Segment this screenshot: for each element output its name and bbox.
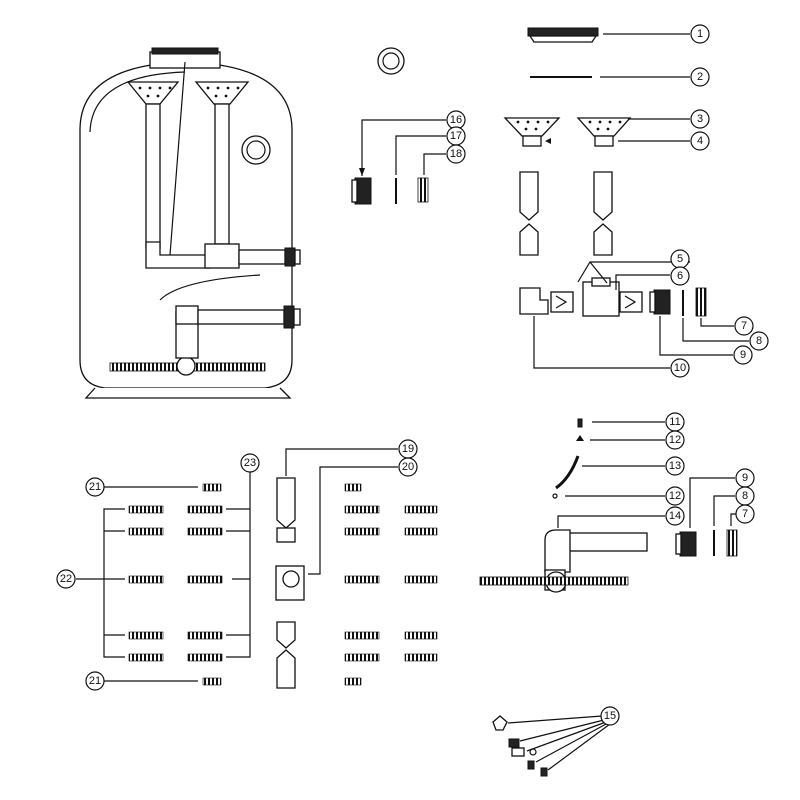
callout-4: 4 xyxy=(690,131,710,151)
svg-text:5: 5 xyxy=(677,253,683,265)
callout-11: 11 xyxy=(665,412,685,432)
callout-20: 20 xyxy=(398,457,418,477)
svg-text:19: 19 xyxy=(402,443,414,455)
callout-8: 8 xyxy=(749,331,769,351)
svg-text:17: 17 xyxy=(450,130,462,142)
callout-16: 16 xyxy=(446,110,466,130)
svg-text:20: 20 xyxy=(402,461,414,473)
svg-text:15: 15 xyxy=(604,710,616,722)
svg-text:8: 8 xyxy=(756,335,762,347)
part-15-fittings xyxy=(492,715,548,777)
tank-lower-outlet xyxy=(175,305,301,359)
laterals-grid xyxy=(128,483,438,686)
svg-text:18: 18 xyxy=(450,148,462,160)
callout-1-label: 1 xyxy=(697,28,703,40)
callout-8-lower: 8 xyxy=(735,486,755,506)
callout-14: 14 xyxy=(665,506,685,526)
svg-text:9: 9 xyxy=(740,349,746,361)
svg-text:6: 6 xyxy=(677,270,683,282)
svg-text:10: 10 xyxy=(674,362,686,374)
part-13-tube xyxy=(555,455,580,490)
callout-15: 15 xyxy=(600,706,620,726)
svg-text:7: 7 xyxy=(742,508,748,520)
part-14-elbow-tee xyxy=(479,529,648,593)
svg-text:7: 7 xyxy=(741,320,747,332)
svg-text:14: 14 xyxy=(669,510,681,522)
svg-text:2: 2 xyxy=(697,71,703,83)
svg-text:21: 21 xyxy=(89,481,101,493)
callout-9-lower: 9 xyxy=(735,468,755,488)
svg-text:22: 22 xyxy=(60,573,72,585)
part-11 xyxy=(577,418,583,428)
svg-text:12: 12 xyxy=(669,490,681,502)
svg-text:3: 3 xyxy=(697,113,703,125)
callout-13: 13 xyxy=(665,456,685,476)
svg-text:13: 13 xyxy=(669,460,681,472)
svg-text:11: 11 xyxy=(669,416,680,428)
callout-12-top: 12 xyxy=(665,430,685,450)
callout-5: 5 xyxy=(670,249,690,269)
svg-text:16: 16 xyxy=(450,114,462,126)
callout-7-lower: 7 xyxy=(735,504,755,524)
callout-12-bottom: 12 xyxy=(665,486,685,506)
callout-7: 7 xyxy=(734,316,754,336)
pipe-segments xyxy=(519,171,613,256)
parts-9-8-7-lower xyxy=(675,529,738,557)
callout-19: 19 xyxy=(398,439,418,459)
callout-17: 17 xyxy=(446,126,466,146)
part-1-top-cap xyxy=(527,27,599,43)
callout-9: 9 xyxy=(733,345,753,365)
svg-text:4: 4 xyxy=(697,135,703,147)
callout-2: 2 xyxy=(690,67,710,87)
callout-6: 6 xyxy=(670,266,690,286)
callout-18: 18 xyxy=(446,144,466,164)
center-assembly xyxy=(519,277,707,317)
svg-text:12: 12 xyxy=(669,434,681,446)
callout-23: 23 xyxy=(240,453,260,473)
tank-diffuser-left xyxy=(126,81,211,269)
callout-1: 1 xyxy=(690,24,710,44)
o-ring-small xyxy=(377,47,405,75)
callout-10: 10 xyxy=(670,358,690,378)
parts-16-17-18 xyxy=(351,177,429,205)
svg-text:9: 9 xyxy=(742,472,748,484)
svg-text:8: 8 xyxy=(742,490,748,502)
callout-22: 22 xyxy=(56,569,76,589)
center-pipe-parts xyxy=(275,477,305,689)
filter-tank xyxy=(79,47,293,399)
callout-21-bottom: 21 xyxy=(85,671,105,691)
tank-diffuser-right xyxy=(194,81,301,269)
callout-21-top: 21 xyxy=(85,477,105,497)
callout-3: 3 xyxy=(690,109,710,129)
part-3-diffuser xyxy=(503,117,632,147)
svg-text:21: 21 xyxy=(89,675,101,687)
svg-text:23: 23 xyxy=(244,457,256,469)
